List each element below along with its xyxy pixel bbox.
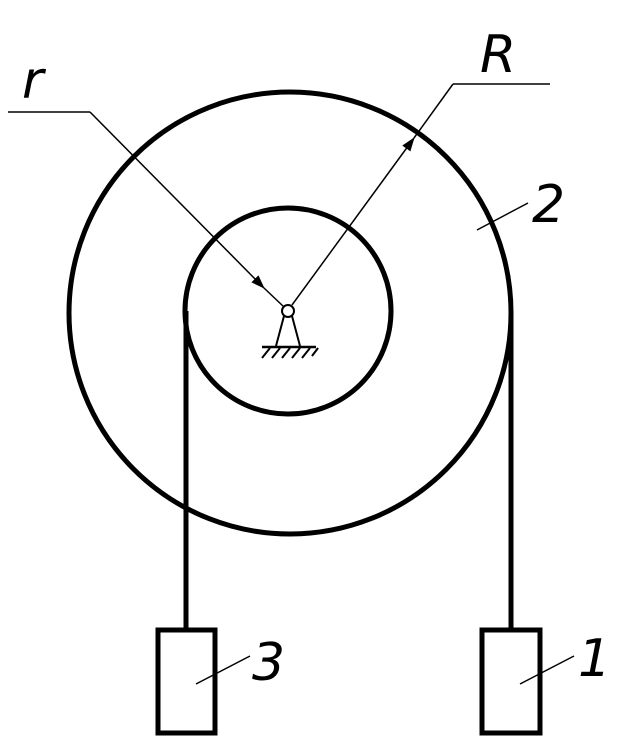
right-weight-block <box>479 627 543 736</box>
right-weight-label: 1 <box>578 629 611 689</box>
right-weight-leader <box>519 655 575 685</box>
left-weight-block <box>155 627 218 736</box>
ground-hatching <box>261 347 319 359</box>
left-weight-leader <box>195 655 251 685</box>
small-radius-arrow <box>89 111 265 289</box>
pivot-support <box>261 304 319 359</box>
small-radius-label: r <box>22 51 47 111</box>
left-weight-label: 3 <box>252 633 285 693</box>
large-radius-label: R <box>480 25 516 85</box>
large-radius-arrow <box>291 137 415 306</box>
pivot-pin <box>281 304 295 318</box>
drum-label: 2 <box>532 175 565 235</box>
drum-label-leader <box>476 202 529 231</box>
